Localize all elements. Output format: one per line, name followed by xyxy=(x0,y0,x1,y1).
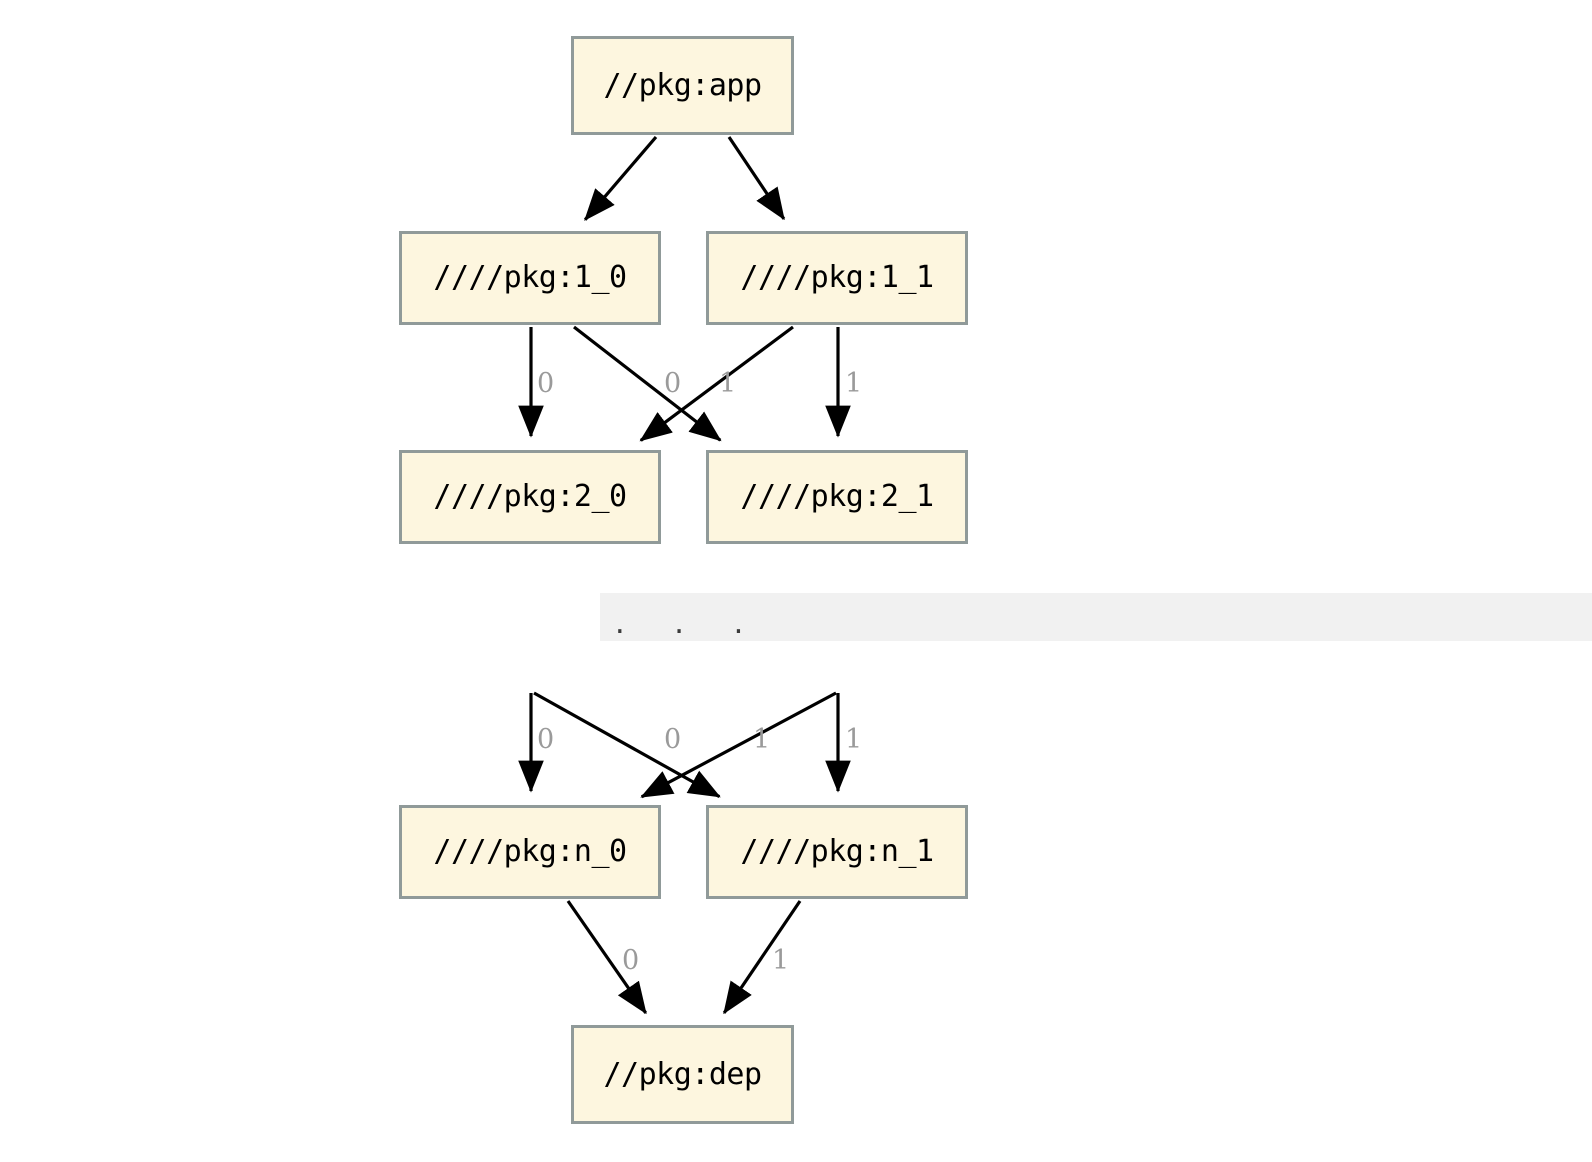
graph-node-label: ////pkg:n_0 xyxy=(433,834,627,869)
graph-edge xyxy=(727,136,786,221)
graph-edge xyxy=(639,325,794,442)
graph-edge-label: 0 xyxy=(622,945,640,976)
graph-node-n1_0[interactable]: ////pkg:1_0 xyxy=(399,231,661,325)
graph-edge-label: 1 xyxy=(845,368,863,399)
graph-node-label: //pkg:app xyxy=(603,67,762,103)
graph-edge-label: 1 xyxy=(772,945,790,976)
graph-edge xyxy=(640,691,837,799)
graph-edge-label: 1 xyxy=(719,368,737,399)
graph-node-n2_0[interactable]: ////pkg:2_0 xyxy=(399,450,661,544)
graph-edge-label: 0 xyxy=(664,368,682,399)
graph-node-nn_1[interactable]: ////pkg:n_1 xyxy=(706,805,968,899)
graph-node-app[interactable]: //pkg:app xyxy=(571,36,794,135)
graph-edge xyxy=(573,325,722,442)
graph-edge xyxy=(533,691,721,799)
graph-edge xyxy=(722,900,802,1015)
graph-node-label: ////pkg:n_1 xyxy=(740,834,934,869)
graph-edge-label: 0 xyxy=(537,724,555,755)
graph-edge-label: 1 xyxy=(845,724,863,755)
graph-node-dep[interactable]: //pkg:dep xyxy=(571,1025,794,1124)
graph-edge-label: 0 xyxy=(537,368,555,399)
graph-edge-label: 0 xyxy=(664,724,682,755)
graph-node-label: ////pkg:1_1 xyxy=(740,260,934,295)
graph-node-n2_1[interactable]: ////pkg:2_1 xyxy=(706,450,968,544)
graph-node-label: ////pkg:2_0 xyxy=(433,479,627,514)
graph-edge xyxy=(583,135,658,221)
elided-section-band: . . . xyxy=(600,593,1592,641)
ellipsis-label: . . . xyxy=(612,610,761,640)
graph-node-label: ////pkg:2_1 xyxy=(740,479,934,514)
graph-edge-label: 1 xyxy=(753,724,771,755)
graph-node-label: //pkg:dep xyxy=(603,1056,762,1092)
graph-node-nn_0[interactable]: ////pkg:n_0 xyxy=(399,805,661,899)
edges-group xyxy=(518,135,851,1015)
graph-node-n1_1[interactable]: ////pkg:1_1 xyxy=(706,231,968,325)
graph-edge xyxy=(566,900,648,1015)
graph-node-label: ////pkg:1_0 xyxy=(433,260,627,295)
